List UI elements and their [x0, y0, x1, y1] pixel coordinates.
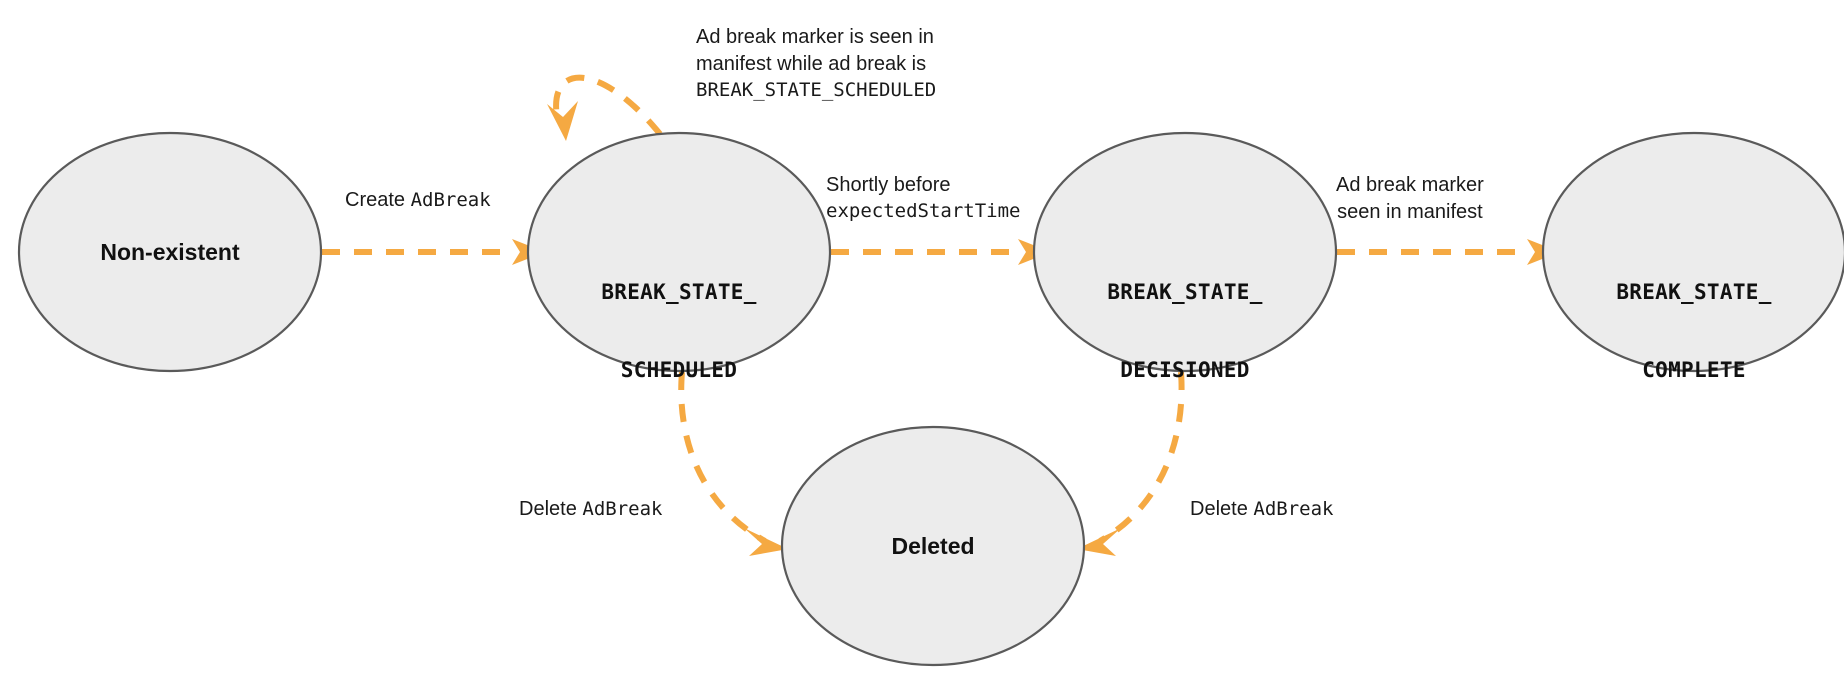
edge-scheduled-to-decisioned — [831, 239, 1051, 265]
state-node-break-state-decisioned[interactable] — [1032, 131, 1338, 373]
edge-create-adbreak — [322, 239, 545, 265]
edge-scheduled-to-deleted-line — [678, 371, 767, 544]
edge-decisioned-to-deleted — [1077, 371, 1185, 556]
edge-scheduled-self-loop-line — [553, 74, 663, 136]
edge-scheduled-self-loop-arrowhead — [547, 101, 578, 141]
edge-scheduled-to-deleted — [678, 371, 788, 556]
state-node-break-state-scheduled[interactable] — [526, 131, 832, 373]
edge-scheduled-self-loop — [547, 74, 663, 141]
state-node-deleted[interactable] — [780, 425, 1086, 667]
state-node-break-state-complete[interactable] — [1541, 131, 1844, 373]
edge-scheduled-to-deleted-arrowhead — [744, 528, 788, 556]
edge-decisioned-to-deleted-arrowhead — [1077, 528, 1121, 556]
edge-decisioned-to-complete — [1337, 239, 1560, 265]
edge-decisioned-to-deleted-line — [1098, 371, 1185, 544]
state-node-non-existent[interactable] — [17, 131, 323, 373]
